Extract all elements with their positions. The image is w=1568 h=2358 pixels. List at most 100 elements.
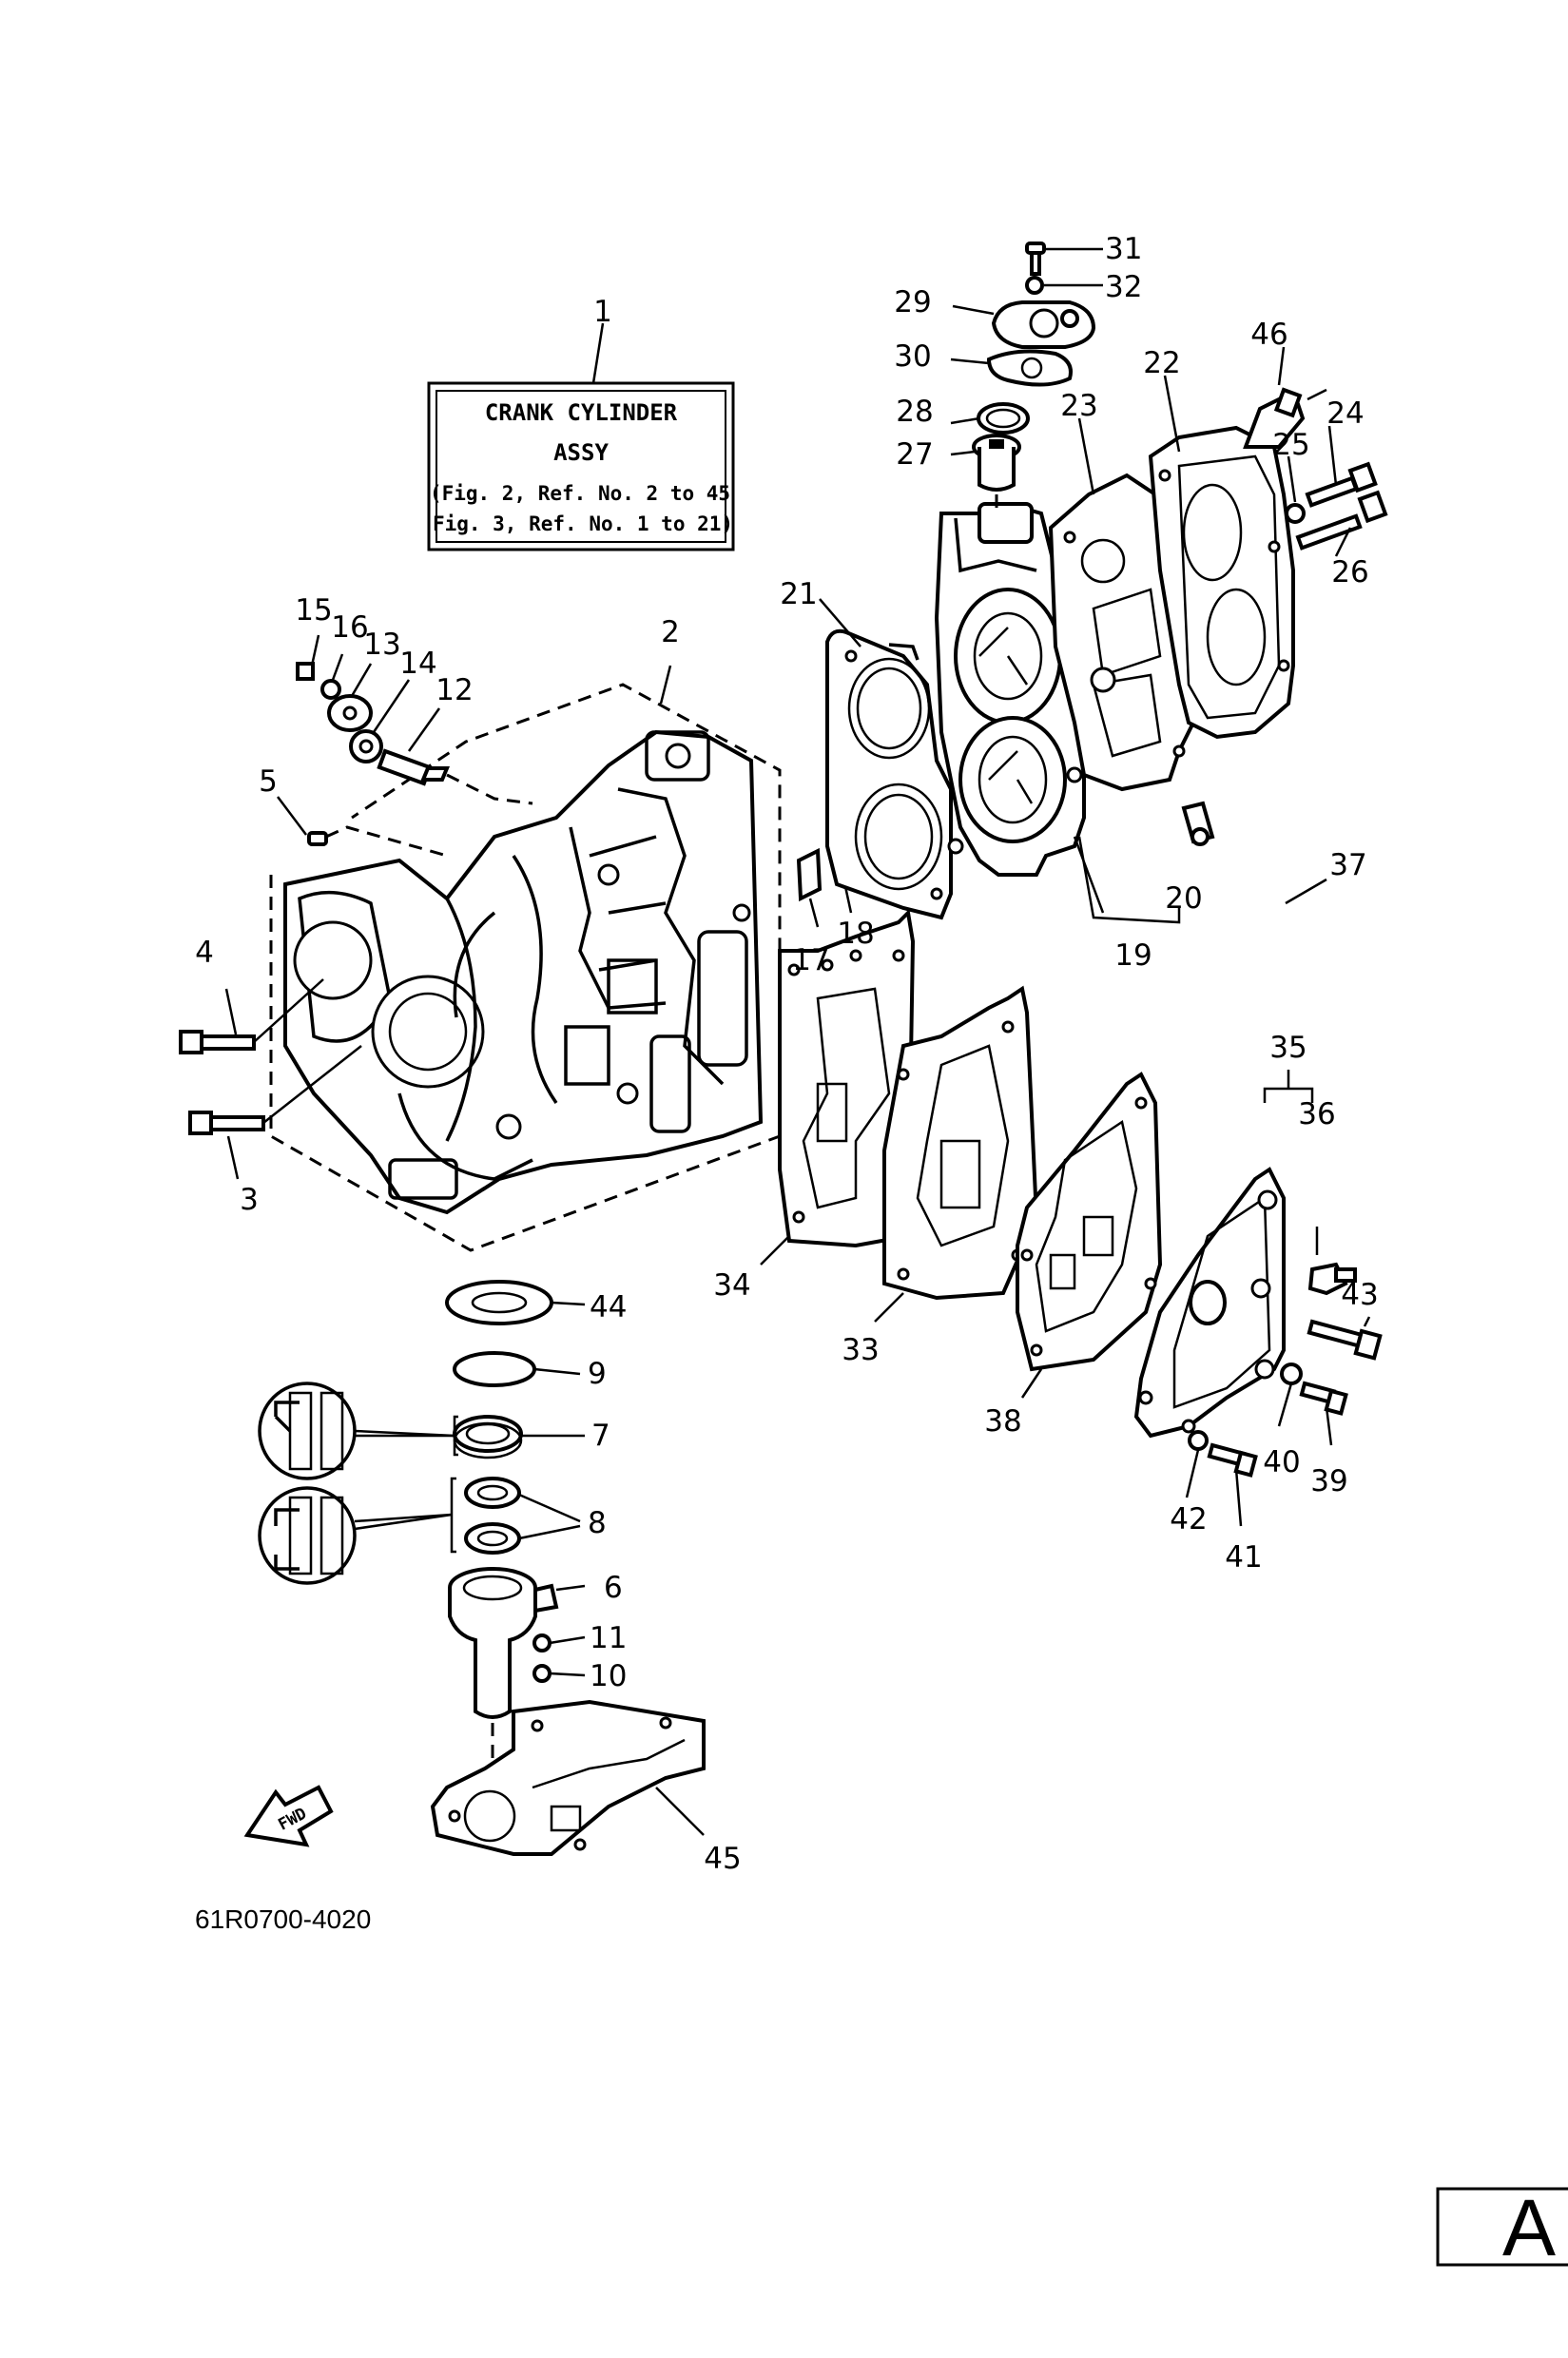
drawing-code: 61R0700-4020 — [195, 1904, 371, 1934]
part-label-32: 32 — [1105, 270, 1142, 304]
cylinder-head — [934, 501, 1105, 914]
exhaust-cover-35 — [1133, 1070, 1314, 1439]
washer-42 — [1185, 1430, 1209, 1498]
oil-seals-8 — [450, 1477, 581, 1555]
part-label-39: 39 — [1310, 1464, 1347, 1498]
water-hose-37 — [1185, 766, 1394, 1278]
bolt-43 — [1307, 1316, 1383, 1361]
oil-seal-detail-callout-8 — [258, 1486, 453, 1585]
bolt-41 — [1207, 1442, 1258, 1527]
part-label-9: 9 — [588, 1357, 607, 1391]
part-number-labels: 1 2 3 4 5 6 7 8 9 10 11 12 13 14 15 16 1… — [195, 232, 1379, 1876]
part-label-26: 26 — [1331, 555, 1368, 590]
crankcase-cylinder-block — [269, 683, 782, 1252]
gasket-33 — [874, 985, 1039, 1323]
part-label-36: 36 — [1298, 1097, 1335, 1131]
bolt-4 — [179, 978, 324, 1054]
assembly-note-line2: Fig. 3, Ref. No. 1 to 21) — [433, 512, 733, 535]
part-label-30: 30 — [894, 339, 931, 374]
oil-seal-7 — [453, 1415, 585, 1459]
part-label-23: 23 — [1060, 389, 1097, 423]
part-label-3: 3 — [240, 1183, 259, 1217]
part-label-37: 37 — [1329, 848, 1366, 882]
part-label-38: 38 — [984, 1404, 1021, 1439]
hose-fitting-36 — [1307, 1227, 1357, 1296]
part-label-29: 29 — [894, 285, 931, 319]
assembly-title-line2: ASSY — [553, 439, 609, 466]
washer-11 — [532, 1633, 586, 1653]
part-label-41: 41 — [1225, 1540, 1262, 1575]
part-label-18: 18 — [837, 917, 874, 951]
part-label-21: 21 — [780, 577, 817, 611]
part-label-2: 2 — [661, 615, 680, 649]
part-label-13: 13 — [363, 628, 400, 662]
bolt-39 — [1299, 1381, 1348, 1446]
head-cover-22 — [1148, 425, 1295, 740]
part-label-33: 33 — [842, 1333, 879, 1367]
assembly-note-line1: (Fig. 2, Ref. No. 2 to 45 — [430, 482, 730, 505]
small-parts-12-16 — [296, 662, 533, 805]
part-label-44: 44 — [590, 1290, 627, 1324]
part-label-31: 31 — [1105, 232, 1142, 266]
part-label-17: 17 — [792, 943, 829, 977]
part-label-12: 12 — [436, 673, 473, 707]
part-label-42: 42 — [1170, 1502, 1207, 1537]
part-label-45: 45 — [704, 1842, 741, 1876]
part-label-25: 25 — [1272, 428, 1309, 462]
part-label-5: 5 — [259, 764, 278, 799]
leader-19 — [1077, 836, 1181, 924]
dowel-pin-5 — [307, 825, 448, 858]
part-label-16: 16 — [331, 610, 368, 645]
screw-10 — [532, 1664, 586, 1683]
part-label-11: 11 — [590, 1621, 627, 1655]
part-label-28: 28 — [896, 395, 933, 429]
bolt-3 — [188, 1045, 362, 1135]
oil-seal-detail-callout-7 — [258, 1382, 455, 1480]
gasket-34 — [760, 908, 916, 1266]
cylinder-head-gasket-21 — [825, 628, 953, 920]
part-label-19: 19 — [1114, 938, 1152, 973]
part-label-14: 14 — [399, 647, 436, 681]
assembly-title-line1: CRANK CYLINDER — [485, 399, 678, 426]
thermostat-seal-28 — [977, 402, 1030, 435]
part-label-8: 8 — [588, 1506, 607, 1540]
bolt-24 — [1305, 461, 1378, 508]
label-leaders — [224, 304, 1352, 1180]
washer-32 — [1025, 276, 1103, 295]
seal-housing-6 — [448, 1567, 586, 1788]
washer-40 — [1277, 1363, 1303, 1427]
page-tab: A — [1436, 2183, 1568, 2272]
o-ring-9 — [453, 1351, 581, 1387]
part-label-22: 22 — [1143, 346, 1180, 380]
part-label-4: 4 — [195, 936, 214, 970]
part-label-43: 43 — [1341, 1278, 1378, 1312]
thermostat-cover-29 — [991, 300, 1096, 349]
part-label-7: 7 — [591, 1419, 610, 1453]
thermostat-gasket-30 — [986, 349, 1073, 387]
part-label-10: 10 — [590, 1659, 627, 1693]
part-label-34: 34 — [713, 1268, 750, 1303]
washer-25 — [1285, 503, 1306, 524]
gasket-45 — [430, 1699, 706, 1856]
part-label-24: 24 — [1326, 396, 1364, 431]
part-label-20: 20 — [1165, 881, 1202, 916]
gasket-38 — [1016, 1072, 1163, 1399]
part-label-35: 35 — [1269, 1031, 1307, 1065]
clip-17 — [796, 847, 823, 928]
hose-fitting-20 — [1181, 801, 1215, 846]
part-label-27: 27 — [896, 437, 933, 472]
temp-sensor-46 — [1243, 346, 1327, 449]
bolt-26 — [1295, 490, 1388, 551]
assembly-note-box: CRANK CYLINDER ASSY (Fig. 2, Ref. No. 2 … — [427, 322, 735, 551]
thermostat-27 — [972, 434, 1021, 513]
part-label-46: 46 — [1250, 318, 1287, 352]
part-label-1: 1 — [593, 295, 612, 329]
page-tab-letter: A — [1502, 2183, 1556, 2272]
forward-direction-arrow: FWD — [243, 1785, 334, 1847]
part-label-6: 6 — [604, 1571, 623, 1605]
part-label-40: 40 — [1263, 1445, 1300, 1479]
part-label-15: 15 — [295, 593, 332, 628]
washer-44 — [445, 1280, 586, 1325]
screw-31 — [1025, 242, 1103, 276]
